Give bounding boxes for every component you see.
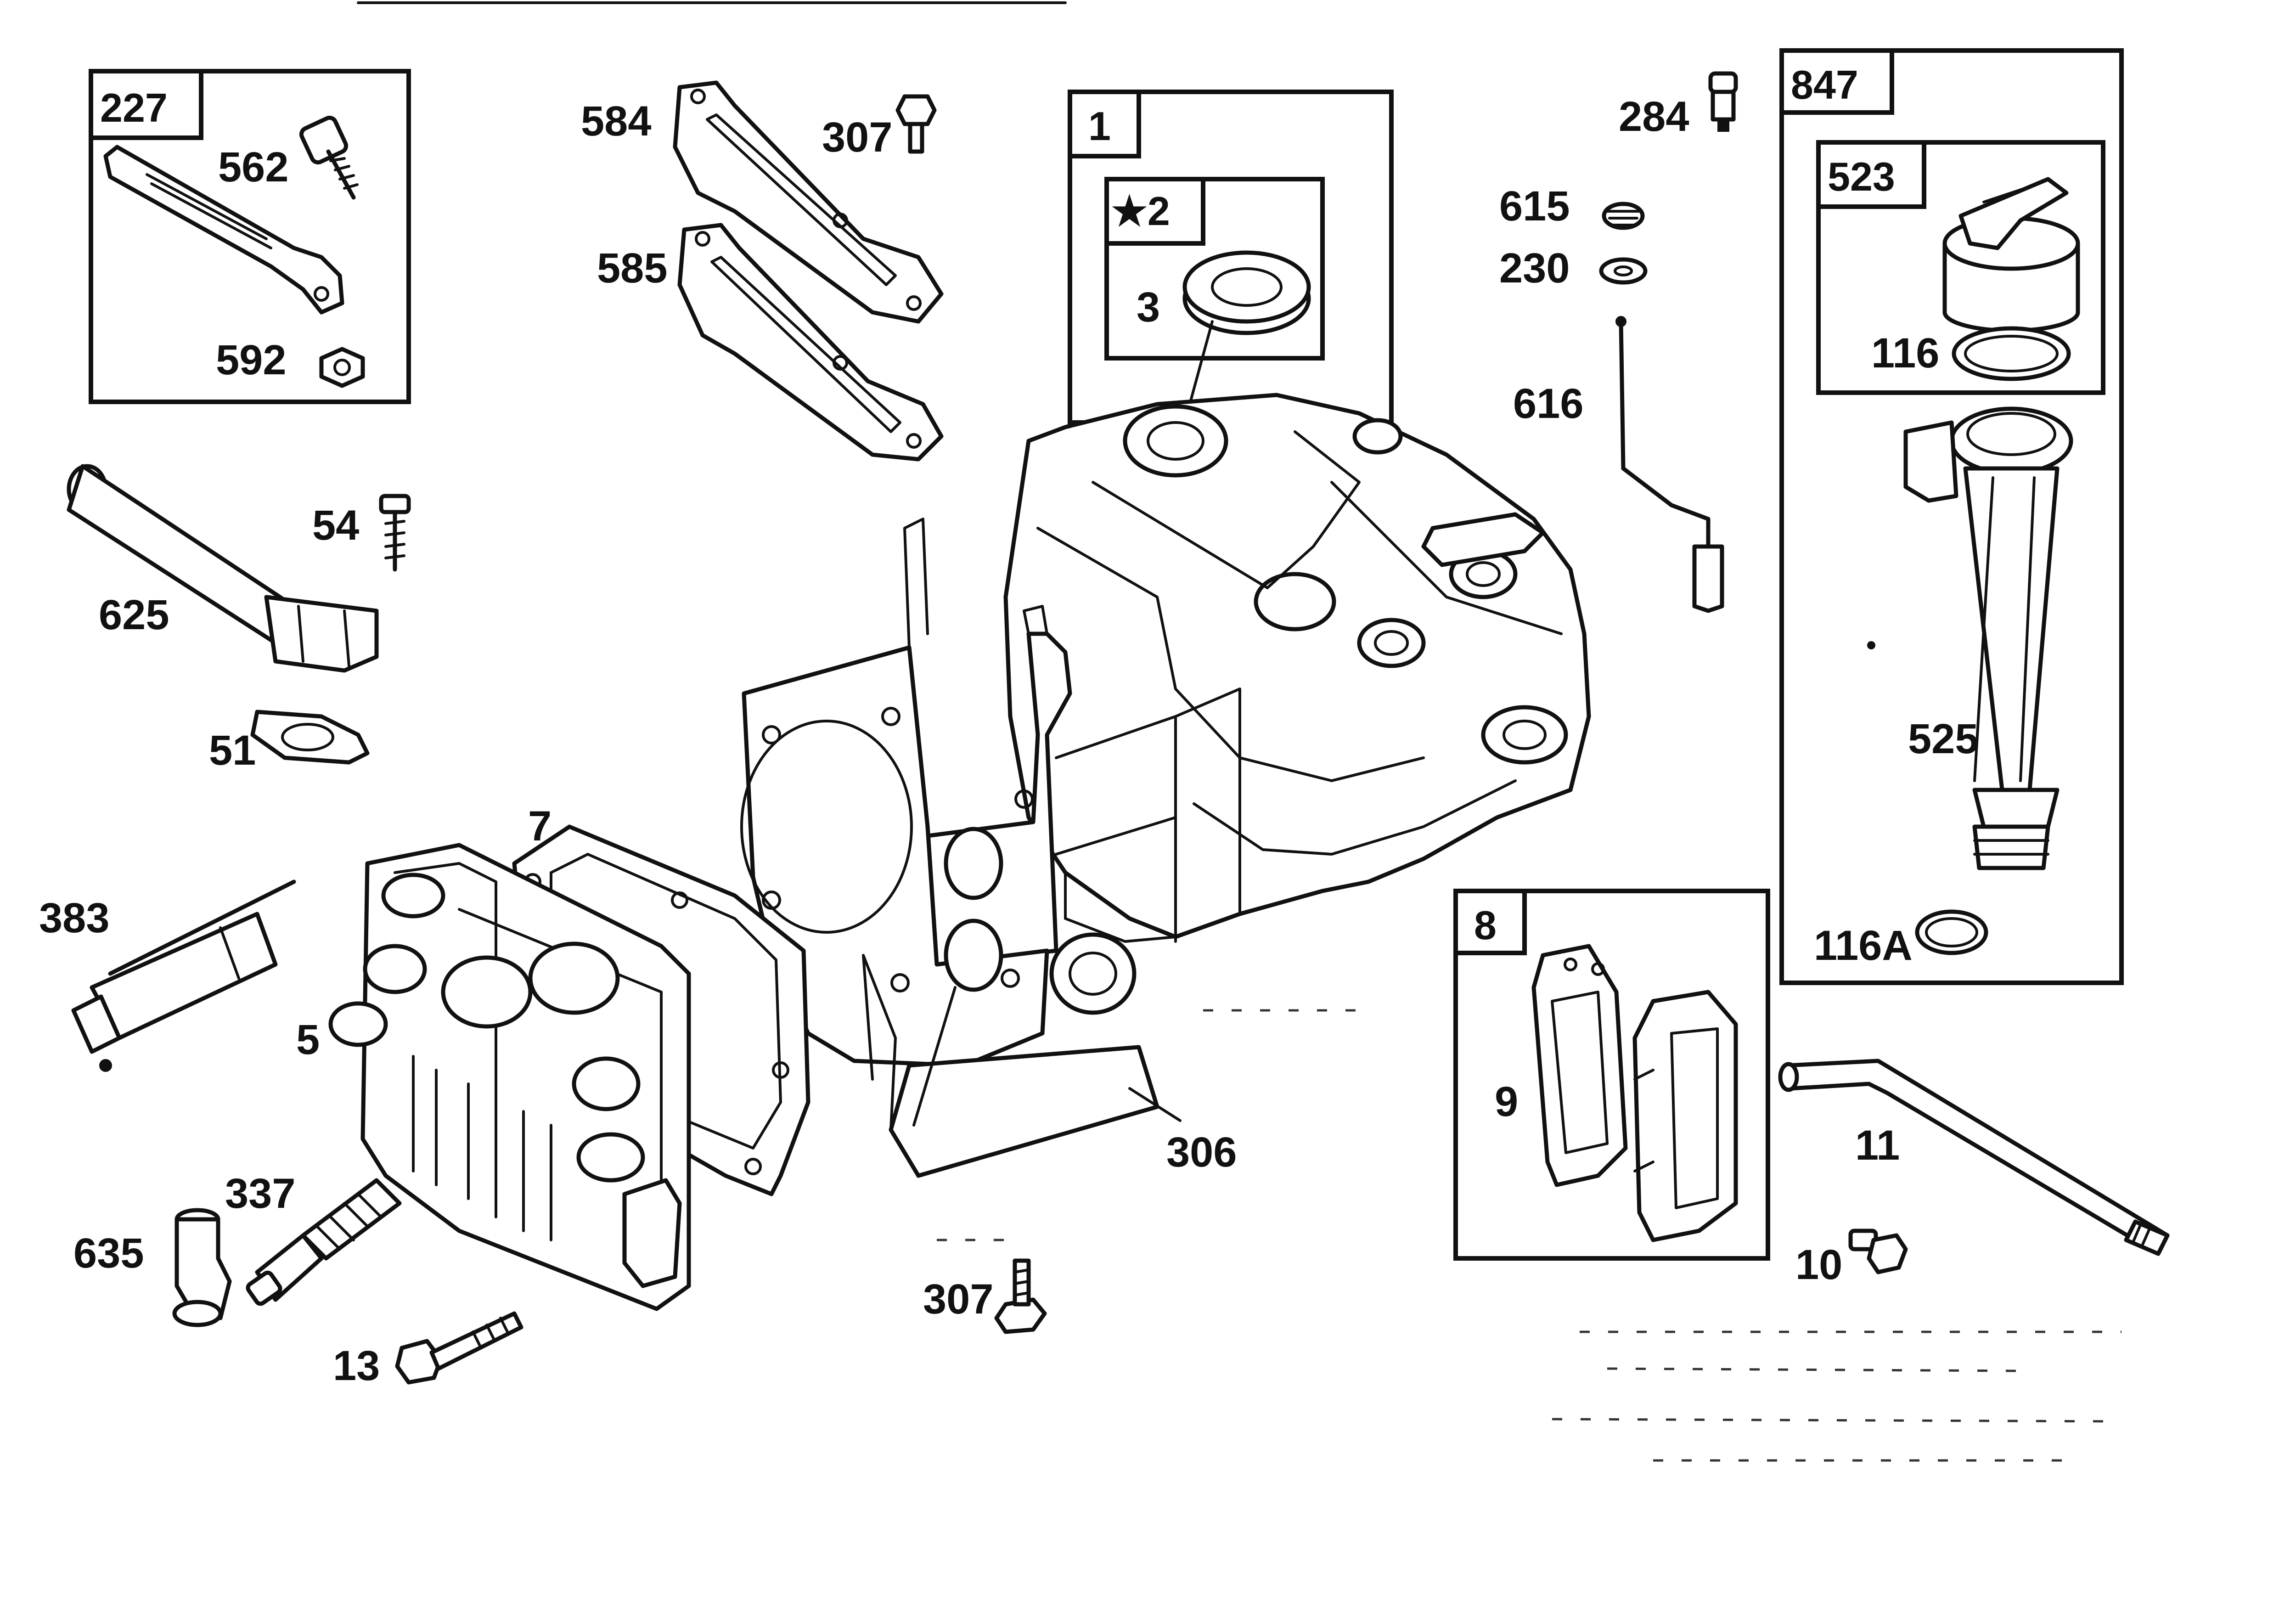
label-307-bottom: 307 bbox=[923, 1276, 994, 1323]
o-ring-116A-drawing bbox=[1915, 909, 1988, 955]
label-306: 306 bbox=[1166, 1129, 1237, 1176]
kit-box-2: ★2 bbox=[1104, 177, 1325, 361]
label-10: 10 bbox=[1795, 1241, 1842, 1288]
label-230: 230 bbox=[1499, 245, 1570, 292]
kit-box-847-label: 847 bbox=[1791, 62, 1858, 107]
label-625: 625 bbox=[99, 592, 169, 638]
o-ring-116-drawing bbox=[1952, 326, 2071, 381]
pushrod-tube-383-drawing bbox=[71, 879, 296, 1072]
boot-635-drawing bbox=[172, 1208, 232, 1327]
air-tube-625-drawing bbox=[67, 464, 379, 673]
kit-box-227-label: 227 bbox=[100, 85, 168, 130]
link-616-drawing bbox=[1615, 316, 1724, 613]
label-592: 592 bbox=[216, 337, 287, 383]
label-13: 13 bbox=[333, 1342, 380, 1389]
kit-box-1-label: 1 bbox=[1088, 103, 1111, 149]
bolt-307-bottom-drawing bbox=[994, 1258, 1047, 1334]
kit-box-8-label: 8 bbox=[1474, 902, 1497, 948]
nut-592-drawing bbox=[319, 347, 365, 388]
scan-noise bbox=[937, 1009, 2122, 1462]
label-54: 54 bbox=[312, 502, 359, 549]
washer-230-drawing bbox=[1599, 257, 1648, 285]
kit-box-8: 8 bbox=[1453, 889, 1770, 1261]
kit-box-847: 847 bbox=[1779, 48, 2124, 985]
gasket-584-drawing bbox=[673, 80, 944, 324]
gasket-51-drawing bbox=[250, 710, 370, 765]
label-11: 11 bbox=[1855, 1122, 1900, 1169]
oil-fill-tube-drawing bbox=[1903, 406, 2073, 870]
label-585: 585 bbox=[597, 245, 668, 292]
dipstick-cap-523-drawing bbox=[1942, 177, 2080, 333]
label-307-top: 307 bbox=[822, 114, 893, 161]
label-3: 3 bbox=[1137, 284, 1160, 331]
speck-dot bbox=[1867, 641, 1875, 649]
label-337: 337 bbox=[225, 1170, 296, 1217]
label-635: 635 bbox=[73, 1230, 144, 1277]
label-525: 525 bbox=[1908, 716, 1979, 762]
label-615: 615 bbox=[1499, 183, 1570, 230]
cylinder-head-drawing bbox=[328, 843, 691, 1311]
kit-box-2-label: ★2 bbox=[1111, 188, 1170, 234]
label-383: 383 bbox=[39, 895, 110, 941]
bolt-307-top-drawing bbox=[895, 94, 937, 154]
tube-54-bolt-drawing bbox=[379, 494, 411, 572]
spark-plug-337-drawing bbox=[246, 1178, 402, 1306]
breather-cover-drawing bbox=[1632, 990, 1738, 1242]
label-9: 9 bbox=[1495, 1078, 1518, 1125]
bolt-13-drawing bbox=[395, 1311, 523, 1385]
breather-gasket-9-drawing bbox=[1531, 944, 1628, 1187]
kit-box-523: 523 bbox=[1816, 140, 2105, 395]
spring-615-drawing bbox=[1602, 202, 1645, 230]
label-562: 562 bbox=[218, 144, 289, 191]
label-616: 616 bbox=[1513, 380, 1584, 427]
label-5: 5 bbox=[296, 1016, 320, 1063]
gasket-585-drawing bbox=[677, 223, 944, 462]
screw-562-drawing bbox=[299, 115, 359, 200]
engine-cylinder-block-drawing bbox=[740, 393, 1591, 1178]
kit-box-523-label: 523 bbox=[1828, 154, 1895, 199]
kit-box-227: 227 bbox=[89, 69, 411, 404]
tube-11-drawing bbox=[1778, 1059, 2170, 1256]
label-116: 116 bbox=[1871, 330, 1939, 377]
label-284: 284 bbox=[1619, 93, 1689, 140]
label-116A: 116A bbox=[1814, 922, 1913, 969]
screw-284-drawing bbox=[1708, 71, 1738, 132]
label-51: 51 bbox=[209, 727, 256, 774]
label-7: 7 bbox=[528, 803, 551, 850]
plug-10-drawing bbox=[1848, 1229, 1908, 1274]
governor-lever-drawing bbox=[103, 145, 344, 315]
label-584: 584 bbox=[581, 98, 652, 145]
